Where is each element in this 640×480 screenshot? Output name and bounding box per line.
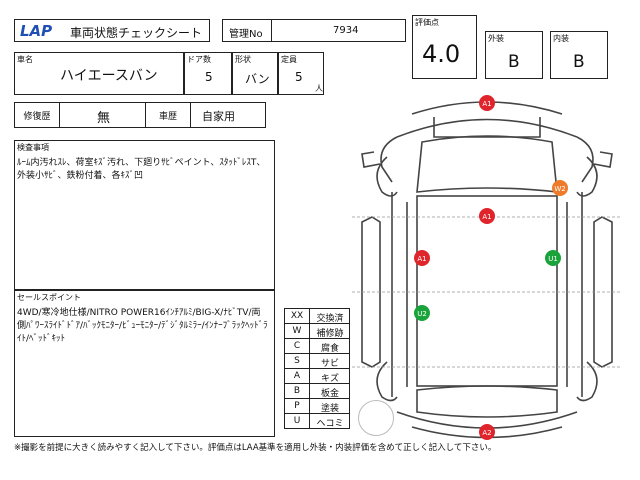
exterior-label: 外装	[488, 34, 504, 43]
sales-label: セールスポイント	[17, 293, 81, 302]
mgmt-box: 管理No 7934	[222, 19, 406, 42]
legend-meaning: キズ	[320, 374, 339, 384]
sales-box: セールスポイント 4WD/寒冷地仕様/NITRO POWER16ｲﾝﾁｱﾙﾐ/B…	[14, 290, 275, 437]
legend-code: B	[293, 386, 301, 396]
svg-text:U2: U2	[417, 310, 427, 318]
usage-value: 自家用	[202, 110, 235, 123]
legend-meaning: 板金	[320, 389, 339, 399]
title-box: LAP 車両状態チェックシート	[14, 19, 210, 42]
legend-meaning: サビ	[320, 359, 339, 369]
inspection-label: 検査事項	[17, 143, 49, 152]
legend-divider	[309, 324, 310, 338]
lap-logo-text: LAP	[20, 22, 52, 39]
legend-row: C 腐食	[284, 338, 350, 354]
legend-divider	[309, 354, 310, 368]
capacity-box: 定員 5 人	[278, 52, 324, 95]
capacity-unit: 人	[315, 84, 323, 93]
damage-mark-a2-rear: A2	[479, 424, 495, 440]
exterior-value: B	[508, 52, 520, 72]
legend-meaning: ヘコミ	[316, 419, 344, 429]
svg-text:A2: A2	[482, 429, 491, 437]
svg-text:W2: W2	[554, 185, 565, 193]
footer-note: ※撮影を前提に大きく読みやすく記入して下さい。評価点はLAA基準を適用し外装・内…	[14, 443, 497, 453]
history-box: 修復歴 無 車歴 自家用	[14, 102, 266, 128]
legend-code: A	[293, 371, 301, 381]
lap-logo: LAP	[19, 22, 63, 40]
score-box: 評価点 4.0	[412, 15, 477, 79]
sheet-title: 車両状態チェックシート	[70, 26, 203, 40]
exterior-box: 外装 B	[485, 31, 543, 79]
legend-divider	[309, 339, 310, 353]
legend-code: XX	[290, 311, 304, 321]
damage-mark-u2: U2	[414, 305, 430, 321]
legend-meaning: 補修跡	[316, 329, 344, 339]
legend-divider	[309, 384, 310, 398]
legend-code: W	[292, 326, 302, 336]
doors-label: ドア数	[187, 55, 211, 64]
svg-text:A1: A1	[417, 255, 426, 263]
legend-row: XX 交換済	[284, 308, 350, 324]
legend-divider	[309, 399, 310, 413]
legend-row: A キズ	[284, 368, 350, 384]
damage-mark-a1-front: A1	[479, 95, 495, 111]
mgmt-label: 管理No	[229, 29, 263, 40]
legend-code: U	[293, 416, 301, 426]
legend-row: S サビ	[284, 353, 350, 369]
vehicle-diagram: A1 W2 A1 A1 U1 U2 A2	[352, 95, 622, 440]
legend-meaning: 交換済	[316, 314, 344, 324]
interior-value: B	[573, 52, 585, 72]
damage-mark-a1-left: A1	[414, 250, 430, 266]
legend-divider	[309, 309, 310, 323]
shape-label: 形状	[235, 55, 251, 64]
capacity-label: 定員	[281, 55, 297, 64]
svg-text:A1: A1	[482, 213, 491, 221]
legend-row: W 補修跡	[284, 323, 350, 339]
damage-mark-u1: U1	[545, 250, 561, 266]
vehicle-name-box: 車名 ハイエースバン	[14, 52, 184, 95]
legend-meaning: 塗装	[320, 404, 339, 414]
vehicle-name: ハイエースバン	[60, 68, 158, 84]
legend-row: P 塗装	[284, 398, 350, 414]
mgmt-number: 7934	[333, 25, 359, 36]
legend-divider	[309, 369, 310, 383]
shape-value: バン	[245, 72, 270, 86]
legend-divider	[309, 414, 310, 428]
mgmt-divider	[271, 20, 272, 41]
score-value: 4.0	[422, 40, 461, 68]
usage-label: 車歴	[145, 102, 191, 128]
legend-meaning: 腐食	[320, 344, 339, 354]
legend-row: U ヘコミ	[284, 413, 350, 429]
interior-box: 内装 B	[550, 31, 608, 79]
svg-text:A1: A1	[482, 100, 491, 108]
legend-code: P	[294, 401, 300, 411]
damage-mark-w2: W2	[552, 180, 568, 196]
legend-code: C	[293, 341, 301, 351]
vehicle-name-label: 車名	[17, 55, 33, 64]
doors-box: ドア数 5	[184, 52, 232, 95]
inspection-text: ﾙｰﾑ内汚れｽﾚ、荷室ｷｽﾞ汚れ、下廻りｻﾋﾞペイント、ｽﾀｯﾄﾞﾚｽT、外装小…	[17, 158, 266, 181]
repair-label: 修復歴	[14, 102, 60, 128]
shape-box: 形状 バン	[232, 52, 278, 95]
legend-row: B 板金	[284, 383, 350, 399]
diagram-outline	[361, 101, 613, 439]
doors-value: 5	[205, 70, 213, 84]
score-label: 評価点	[415, 18, 439, 27]
damage-mark-a1-roof: A1	[479, 208, 495, 224]
svg-text:U1: U1	[548, 255, 558, 263]
stamp-circle	[358, 400, 394, 436]
legend-code: S	[294, 356, 300, 366]
interior-label: 内装	[553, 34, 569, 43]
sales-text: 4WD/寒冷地仕様/NITRO POWER16ｲﾝﾁｱﾙﾐ/BIG-X/ﾅﾋﾞT…	[17, 308, 268, 344]
inspection-box: 検査事項 ﾙｰﾑ内汚れｽﾚ、荷室ｷｽﾞ汚れ、下廻りｻﾋﾞペイント、ｽﾀｯﾄﾞﾚｽ…	[14, 140, 275, 290]
repair-value: 無	[97, 111, 111, 126]
capacity-value: 5	[295, 70, 303, 84]
